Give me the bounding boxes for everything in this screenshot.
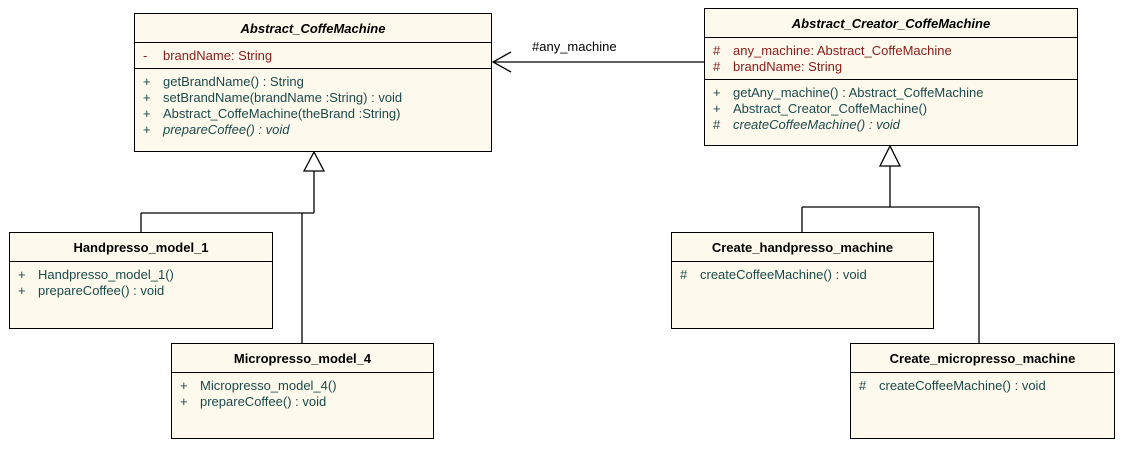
operation-row: + Micropresso_model_4() [172, 378, 433, 394]
operation-row: + Handpresso_model_1() [10, 267, 272, 283]
visibility-marker: - [143, 48, 148, 63]
operation-text: createCoffeeMachine() : void [879, 378, 1046, 393]
visibility-marker: # [680, 267, 688, 282]
operation-row: + getBrandName() : String [135, 74, 491, 90]
visibility-marker: + [143, 74, 151, 89]
class-create-handpresso-machine[interactable]: Create_handpresso_machine # createCoffeeMa… [671, 232, 934, 329]
attribute-text: brandName: String [163, 48, 273, 63]
class-micropresso-model-4[interactable]: Micropresso_model_4 + Micropresso_model_4(… [171, 343, 434, 439]
visibility-marker: + [713, 85, 721, 100]
operations-compartment: # createCoffeeMachine() : void [672, 261, 933, 287]
class-abstract-coffe-machine[interactable]: Abstract_CoffeMachine -brandName: String +… [134, 13, 492, 152]
visibility-marker: # [859, 378, 867, 393]
operations-compartment: + getAny_machine() : Abstract_CoffeMachin… [705, 79, 1077, 137]
class-name: Micropresso_model_4 [233, 351, 372, 366]
operations-compartment: + getBrandName() : String + setBrandName(br… [135, 68, 491, 142]
visibility-marker: # [713, 59, 721, 74]
operation-text: prepareCoffee() : void [38, 283, 165, 298]
generalization-arrowhead-right [878, 144, 902, 167]
operation-text: Micropresso_model_4() [200, 378, 337, 393]
operation-row: # createCoffeeMachine() : void [672, 267, 933, 283]
operation-row: + getAny_machine() : Abstract_CoffeMachin… [705, 85, 1077, 101]
operation-row: + prepareCoffee() : void [172, 394, 433, 410]
operation-text: createCoffeeMachine() : void [733, 117, 900, 132]
operation-text: prepareCoffee() : void [163, 122, 290, 137]
attribute-row: # any_machine: Abstract_CoffeMachine [705, 43, 1077, 59]
visibility-marker: + [713, 101, 721, 116]
operation-row: + prepareCoffee() : void [135, 122, 491, 138]
attribute-text: brandName: String [733, 59, 843, 74]
class-name: Create_handpresso_machine [711, 240, 894, 255]
operation-text: getAny_machine() : Abstract_CoffeMachine [733, 85, 984, 100]
operation-text: Abstract_CoffeMachine(theBrand :String) [163, 106, 401, 121]
class-create-micropresso-machine[interactable]: Create_micropresso_machine # createCoffeeM… [850, 343, 1115, 439]
generalization-arrowhead-left [302, 150, 326, 172]
operation-text: Handpresso_model_1() [38, 267, 174, 282]
class-name: Create_micropresso_machine [889, 351, 1076, 366]
operation-row: + prepareCoffee() : void [10, 283, 272, 299]
visibility-marker: + [18, 267, 26, 282]
operation-row: # createCoffeeMachine() : void [705, 117, 1077, 133]
visibility-marker: + [180, 378, 188, 393]
visibility-marker: + [143, 106, 151, 121]
class-abstract-creator-coffe-machine[interactable]: Abstract_Creator_CoffeMachine # any_machin… [704, 8, 1078, 146]
operation-text: prepareCoffee() : void [200, 394, 327, 409]
attribute-row: # brandName: String [705, 59, 1077, 75]
operation-text: Abstract_Creator_CoffeMachine() [733, 101, 928, 116]
attribute-text: any_machine: Abstract_CoffeMachine [733, 43, 952, 58]
operation-text: setBrandName(brandName :String) : void [163, 90, 403, 105]
visibility-marker: + [143, 90, 151, 105]
attributes-compartment: -brandName: String [135, 42, 491, 68]
class-name: Abstract_CoffeMachine [240, 21, 386, 36]
operation-row: + Abstract_Creator_CoffeMachine() [705, 101, 1077, 117]
attributes-compartment: # any_machine: Abstract_CoffeMachine # bran… [705, 37, 1077, 79]
class-handpresso-model-1[interactable]: Handpresso_model_1+Handpresso_model_1()+… [9, 232, 273, 329]
class-name: Handpresso_model_1 [73, 240, 209, 255]
operation-text: createCoffeeMachine() : void [700, 267, 867, 282]
visibility-marker: # [713, 117, 721, 132]
visibility-marker: + [18, 283, 26, 298]
attribute-row: -brandName: String [135, 48, 491, 64]
operation-row: # createCoffeeMachine() : void [851, 378, 1114, 394]
operations-compartment: + Handpresso_model_1() + prepareCoffee() : … [10, 261, 272, 303]
operations-compartment: + Micropresso_model_4() + prepareCoffee() :… [172, 372, 433, 414]
operation-row: + setBrandName(brandName :String) : void [135, 90, 491, 106]
operations-compartment: # createCoffeeMachine() : void [851, 372, 1114, 398]
operation-row: + Abstract_CoffeMachine(theBrand :String) [135, 106, 491, 122]
operation-text: getBrandName() : String [163, 74, 304, 89]
visibility-marker: + [180, 394, 188, 409]
class-name: Abstract_Creator_CoffeMachine [791, 16, 991, 31]
visibility-marker: + [143, 122, 151, 137]
visibility-marker: # [713, 43, 721, 58]
association-arrowhead [491, 51, 512, 73]
association-label: #any_machine [532, 39, 617, 54]
